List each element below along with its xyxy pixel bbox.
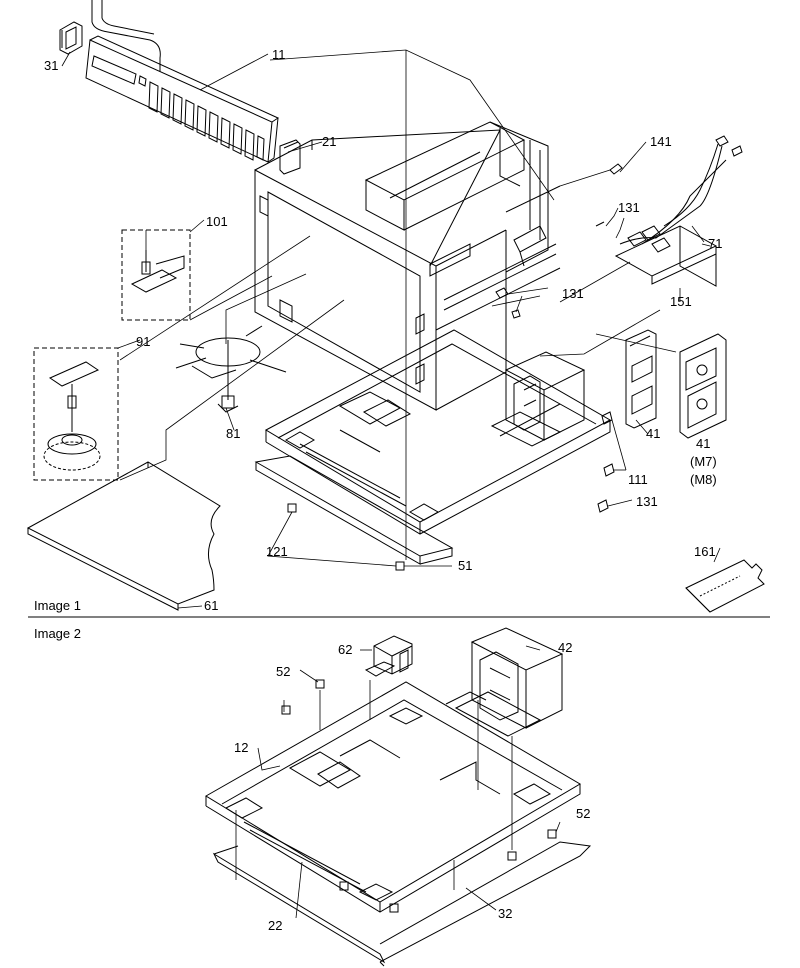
stirrer-part-81 [175, 325, 287, 413]
detail-box-91 [33, 347, 119, 481]
control-panel-part-11 [85, 0, 280, 163]
screws [287, 287, 615, 571]
screws-2 [281, 679, 557, 913]
callout-131-top: 131 [618, 200, 640, 215]
switch-assembly-41a [625, 329, 657, 429]
grease-tube-part-161 [685, 559, 765, 613]
callout-52-top: 52 [276, 664, 290, 679]
callout-12: 12 [234, 740, 248, 755]
callout-91: 91 [136, 334, 150, 349]
switch-assembly-41b [679, 333, 727, 439]
callout-151: 151 [670, 294, 692, 309]
callout-22: 22 [268, 918, 282, 933]
transformer-part-42 [454, 627, 564, 737]
callout-131-low: 131 [636, 494, 658, 509]
callout-62: 62 [338, 642, 352, 657]
wire-harness-part-71 [595, 135, 743, 253]
callout-42: 42 [558, 640, 572, 655]
section-label-image2: Image 2 [34, 626, 81, 641]
strip-part-22 [212, 845, 386, 964]
shelf-part-61 [26, 461, 221, 611]
strip-part-51 [254, 455, 454, 565]
detail-box-101 [121, 229, 191, 321]
callout-61: 61 [204, 598, 218, 613]
callout-41-left: 41 [646, 426, 660, 441]
callout-121: 121 [266, 544, 288, 559]
callout-101: 101 [206, 214, 228, 229]
callout-labels: 11 21 31 101 141 131 71 131 151 91 81 41… [34, 47, 722, 933]
callout-m8: (M8) [690, 472, 717, 487]
oven-cavity [254, 129, 507, 411]
callout-32: 32 [498, 906, 512, 921]
bracket-part-21 [279, 139, 301, 175]
callout-81: 81 [226, 426, 240, 441]
leader-lines-1 [61, 49, 721, 609]
rear-right-panel [429, 121, 561, 331]
callout-m7: (M7) [690, 454, 717, 469]
wave-guide-box [364, 121, 526, 231]
callout-11: 11 [272, 47, 286, 62]
base-pan-2 [205, 681, 581, 913]
section-label-image1: Image 1 [34, 598, 81, 613]
callout-41-right: 41 [696, 436, 710, 451]
callout-21: 21 [322, 134, 336, 149]
callout-31: 31 [44, 58, 58, 73]
leader-lines-2 [235, 645, 561, 919]
base-pan-1 [264, 329, 612, 535]
callout-51: 51 [458, 558, 472, 573]
callout-161: 161 [694, 544, 716, 559]
callout-71: 71 [708, 236, 722, 251]
callout-52-right: 52 [576, 806, 590, 821]
callout-131-mid: 131 [562, 286, 584, 301]
transformer-image1 [490, 351, 586, 447]
callout-111: 111 [628, 472, 648, 487]
callout-141: 141 [650, 134, 672, 149]
bracket-part-151 [614, 225, 718, 287]
strip-part-32 [379, 841, 592, 967]
latch-part-31 [59, 21, 83, 55]
capacitor-part-62 [364, 635, 413, 677]
